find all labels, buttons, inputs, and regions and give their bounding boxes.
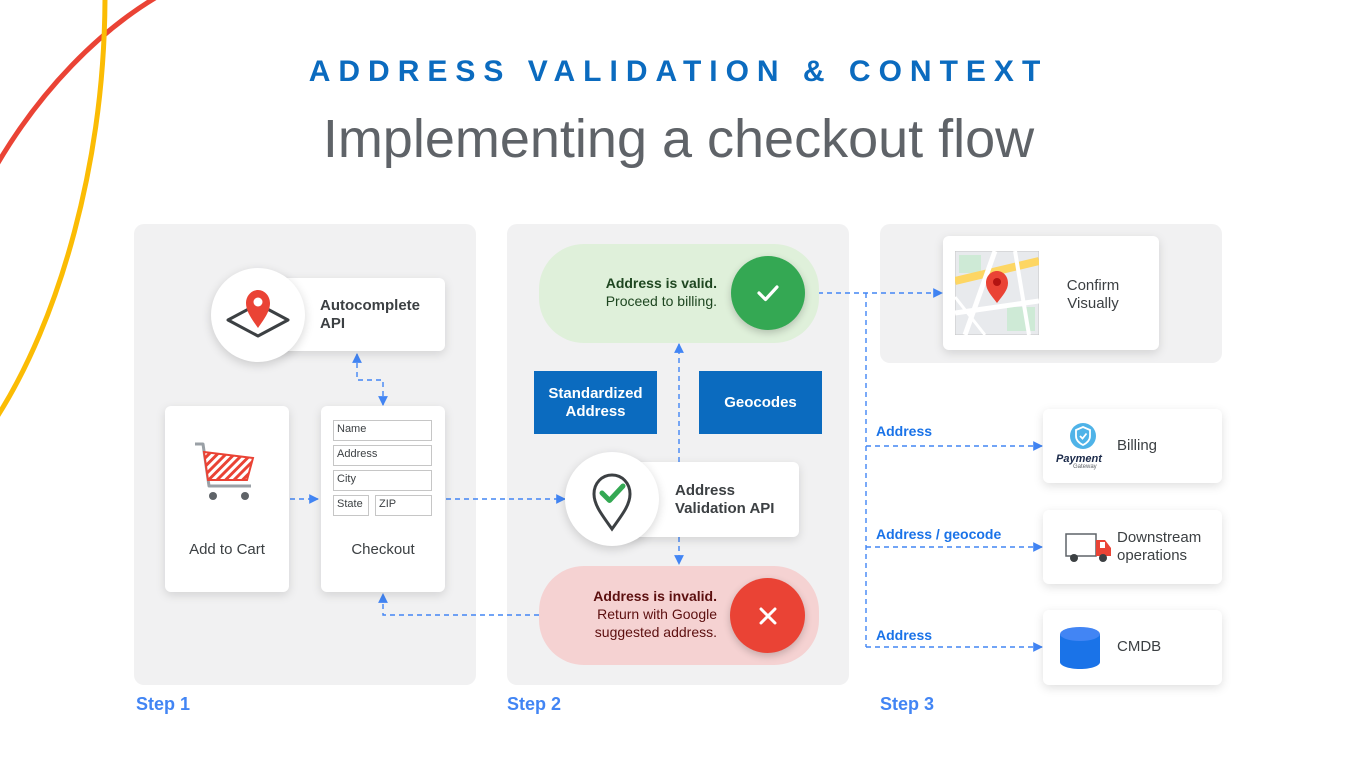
check-pin-icon <box>592 473 632 532</box>
city-field: City <box>333 470 432 491</box>
step1-label: Step 1 <box>136 694 191 714</box>
edge-label-downstream: Address / geocode <box>876 526 1002 542</box>
confirm-line2: Visually <box>1067 295 1119 312</box>
cmdb-label: CMDB <box>1117 638 1162 655</box>
cmdb-card: CMDB <box>1043 610 1222 685</box>
truck-icon <box>1065 533 1111 562</box>
standardized-line1: Standardized <box>548 384 643 402</box>
check-icon <box>757 285 779 302</box>
close-icon <box>759 607 776 624</box>
payment-logo-line1: Payment <box>1056 453 1102 465</box>
address-field: Address <box>333 445 432 466</box>
billing-card: Payment Gateway Billing <box>1043 409 1222 483</box>
autocomplete-api-line1: Autocomplete <box>320 297 421 314</box>
invalid-line1: Address is invalid. <box>593 588 717 604</box>
add-to-cart-card: Add to Cart <box>165 406 289 592</box>
confirm-line1: Confirm <box>1066 277 1120 294</box>
address-invalid-pill: Address is invalid. Return with Google s… <box>539 566 819 665</box>
invalid-badge <box>730 578 805 653</box>
payment-logo-line2: Gateway <box>1073 464 1097 470</box>
standardized-address-box: Standardized Address <box>534 371 657 434</box>
invalid-text: Address is invalid. Return with Google s… <box>593 587 717 641</box>
checkout-label: Checkout <box>351 541 415 558</box>
address-valid-pill: Address is valid. Proceed to billing. <box>539 244 819 343</box>
validation-api-line2: Validation API <box>675 500 775 517</box>
eyebrow-heading: ADDRESS VALIDATION & CONTEXT <box>308 55 1049 88</box>
geocodes-box: Geocodes <box>699 371 822 434</box>
checkout-form-card: Name Address City State ZIP Checkout <box>321 406 445 592</box>
database-icon <box>1060 627 1100 669</box>
zip-field: ZIP <box>375 495 432 516</box>
invalid-line3: suggested address. <box>594 624 717 640</box>
billing-label: Billing <box>1117 437 1158 454</box>
step2-label: Step 2 <box>507 694 562 714</box>
edge-label-cmdb: Address <box>876 627 933 643</box>
downstream-card: Downstream operations <box>1043 510 1222 584</box>
payment-shield-icon <box>1070 423 1096 449</box>
name-field: Name <box>333 420 432 441</box>
red-arc <box>0 0 157 165</box>
standardized-line2: Address <box>565 402 626 420</box>
valid-line1: Address is valid. <box>605 275 717 291</box>
validation-api-line1: Address <box>675 482 736 499</box>
map-pin-icon <box>226 290 290 338</box>
autocomplete-api-line2: API <box>320 315 346 332</box>
yellow-arc <box>0 0 108 417</box>
validation-icon-circle <box>565 452 659 546</box>
step3-label: Step 3 <box>880 694 935 714</box>
downstream-line1: Downstream <box>1117 529 1202 546</box>
invalid-line2: Return with Google <box>597 606 717 622</box>
shopping-cart-icon <box>195 442 255 500</box>
page-title: Implementing a checkout flow <box>322 109 1035 169</box>
downstream-line2: operations <box>1117 547 1188 564</box>
state-field: State <box>333 495 369 516</box>
confirm-visually-card: Confirm Visually <box>943 236 1159 350</box>
edge-label-billing: Address <box>876 423 933 439</box>
valid-text: Address is valid. Proceed to billing. <box>606 274 717 310</box>
autocomplete-icon-circle <box>211 268 305 362</box>
valid-line2: Proceed to billing. <box>605 293 717 309</box>
map-icon <box>955 251 1039 335</box>
add-to-cart-label: Add to Cart <box>189 541 265 558</box>
valid-badge <box>731 256 805 330</box>
